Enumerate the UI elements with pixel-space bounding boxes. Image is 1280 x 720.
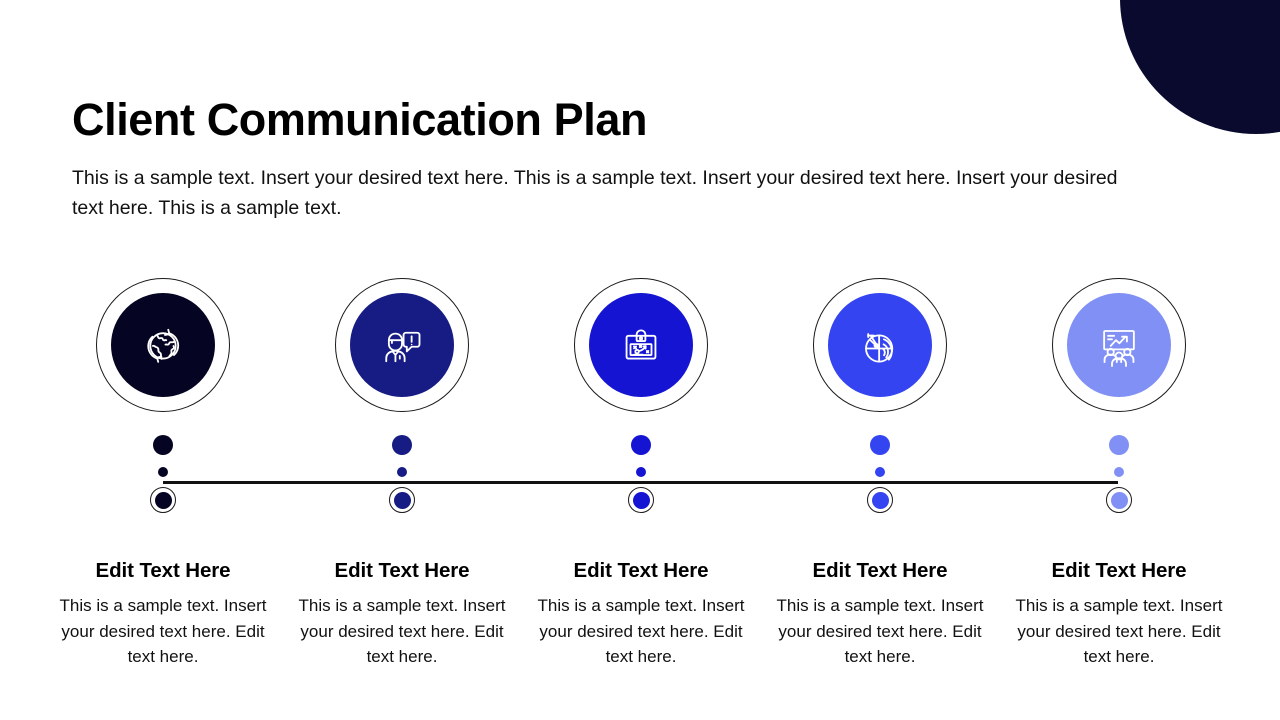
timeline-step-3[interactable]: Edit Text Here This is a sample text. In… bbox=[522, 278, 760, 698]
person-speech-alert-icon bbox=[374, 317, 430, 373]
step-3-heading: Edit Text Here bbox=[573, 559, 709, 582]
step-3-axis-marker[interactable] bbox=[628, 487, 654, 513]
step-5-axis-marker[interactable] bbox=[1106, 487, 1132, 513]
slide-header: Client Communication Plan This is a samp… bbox=[72, 96, 1172, 223]
timeline-step-4[interactable]: Edit Text Here This is a sample text. In… bbox=[761, 278, 999, 698]
slide-subtitle: This is a sample text. Insert your desir… bbox=[72, 167, 1118, 219]
timeline-step-2[interactable]: Edit Text Here This is a sample text. In… bbox=[283, 278, 521, 698]
page-title: Client Communication Plan bbox=[72, 94, 648, 145]
step-2-body: This is a sample text. Insert your desir… bbox=[298, 596, 506, 666]
step-5-icon-ring bbox=[1052, 278, 1186, 412]
step-5-dot-small bbox=[1114, 467, 1124, 477]
step-5-axis-marker-core bbox=[1110, 491, 1128, 509]
step-2-icon-disc bbox=[350, 293, 454, 397]
step-5-icon-disc bbox=[1067, 293, 1171, 397]
step-2-icon-ring bbox=[335, 278, 469, 412]
step-3-icon-disc bbox=[589, 293, 693, 397]
step-4-dot-small bbox=[875, 467, 885, 477]
step-4-axis-marker[interactable] bbox=[867, 487, 893, 513]
step-4-axis-marker-core bbox=[871, 491, 889, 509]
step-2-axis-marker[interactable] bbox=[389, 487, 415, 513]
step-4-heading: Edit Text Here bbox=[812, 559, 948, 582]
step-3-axis-marker-core bbox=[632, 491, 650, 509]
step-1-body: This is a sample text. Insert your desir… bbox=[59, 596, 267, 666]
step-1-heading: Edit Text Here bbox=[95, 559, 231, 582]
radar-broadcast-icon bbox=[852, 317, 908, 373]
step-3-dot-large bbox=[631, 435, 651, 455]
step-1-axis-marker[interactable] bbox=[150, 487, 176, 513]
step-1-dot-large bbox=[153, 435, 173, 455]
strategy-board-icon bbox=[613, 317, 669, 373]
step-4-icon-ring bbox=[813, 278, 947, 412]
step-1-axis-marker-core bbox=[154, 491, 172, 509]
step-2-dot-small bbox=[397, 467, 407, 477]
step-5-dot-large bbox=[1109, 435, 1129, 455]
step-3-body: This is a sample text. Insert your desir… bbox=[537, 596, 745, 666]
step-5-heading: Edit Text Here bbox=[1051, 559, 1187, 582]
step-5-body: This is a sample text. Insert your desir… bbox=[1015, 596, 1223, 666]
presentation-team-icon bbox=[1091, 317, 1147, 373]
step-3-dot-small bbox=[636, 467, 646, 477]
step-1-icon-disc bbox=[111, 293, 215, 397]
step-2-axis-marker-core bbox=[393, 491, 411, 509]
step-4-dot-large bbox=[870, 435, 890, 455]
step-4-body: This is a sample text. Insert your desir… bbox=[776, 596, 984, 666]
step-1-dot-small bbox=[158, 467, 168, 477]
timeline-steps: Edit Text Here This is a sample text. In… bbox=[44, 278, 1238, 698]
step-2-dot-large bbox=[392, 435, 412, 455]
globe-arrows-icon bbox=[135, 317, 191, 373]
timeline-diagram: Edit Text Here This is a sample text. In… bbox=[0, 278, 1280, 698]
timeline-step-5[interactable]: Edit Text Here This is a sample text. In… bbox=[1000, 278, 1238, 698]
timeline-axis bbox=[163, 481, 1118, 484]
step-3-icon-ring bbox=[574, 278, 708, 412]
step-2-heading: Edit Text Here bbox=[334, 559, 470, 582]
step-4-icon-disc bbox=[828, 293, 932, 397]
timeline-step-1[interactable]: Edit Text Here This is a sample text. In… bbox=[44, 278, 282, 698]
step-1-icon-ring bbox=[96, 278, 230, 412]
